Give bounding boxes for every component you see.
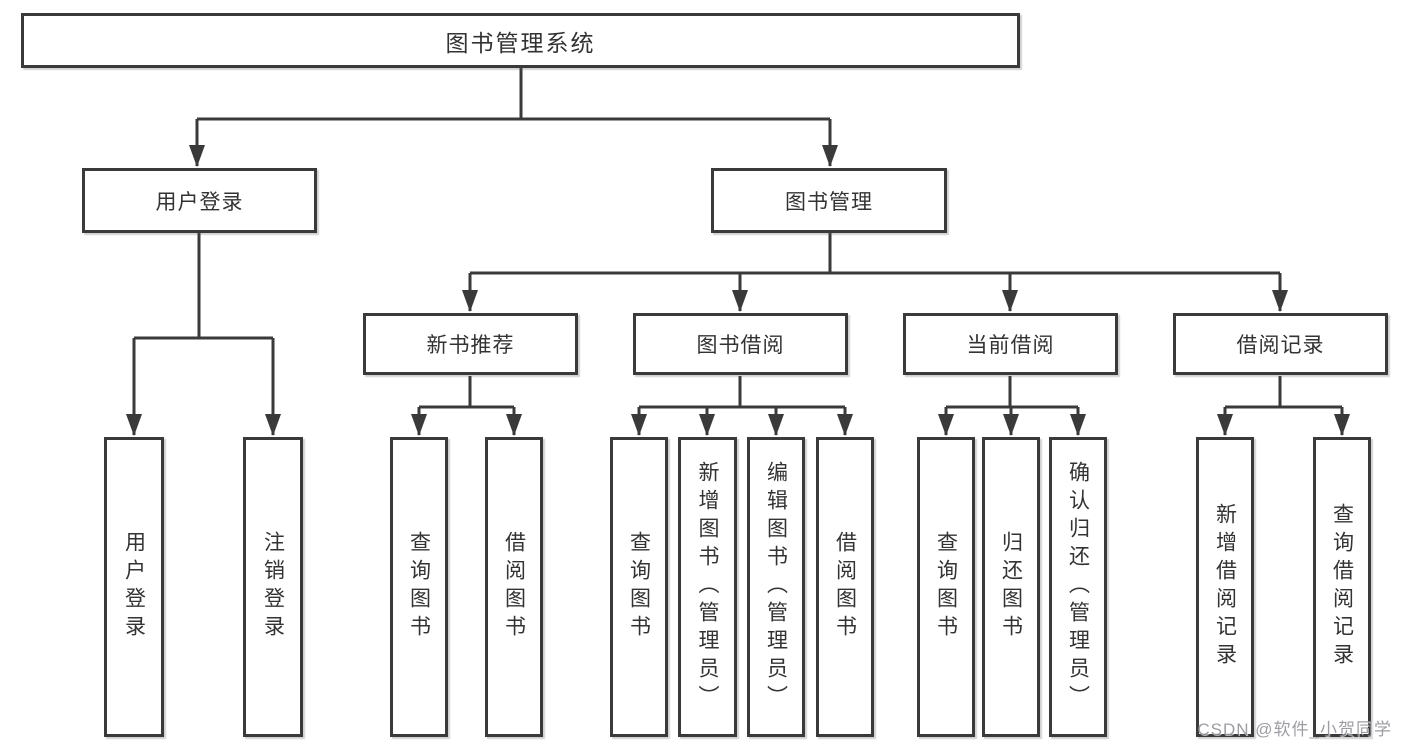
node-leaf-logout: 注销登录 xyxy=(243,437,303,737)
leaf-label: 查询图书 xyxy=(627,531,651,643)
node-book-borrowing: 图书借阅 xyxy=(633,313,848,375)
node-book-management: 图书管理 xyxy=(711,168,947,233)
csdn-watermark: CSDN @软件_小贺同学 xyxy=(1197,720,1392,739)
node-leaf-query-books-3: 查询图书 xyxy=(917,437,975,737)
leaf-label: 查询借阅记录 xyxy=(1330,503,1354,671)
node-leaf-borrow-books-2: 借阅图书 xyxy=(816,437,874,737)
node-leaf-confirm-return-admin: 确认归还（管理员） xyxy=(1049,437,1107,737)
leaf-label: 查询图书 xyxy=(934,531,958,643)
leaf-label: 查询图书 xyxy=(407,531,431,643)
node-user-login: 用户登录 xyxy=(82,168,317,233)
node-borrowing-records: 借阅记录 xyxy=(1173,313,1388,375)
leaf-label: 借阅图书 xyxy=(502,531,526,643)
leaf-label: 用户登录 xyxy=(122,531,146,643)
node-leaf-add-books-admin: 新增图书（管理员） xyxy=(678,437,737,737)
leaf-label: 确认归还（管理员） xyxy=(1066,461,1090,713)
leaf-label: 新增借阅记录 xyxy=(1213,503,1237,671)
node-leaf-return-books: 归还图书 xyxy=(982,437,1040,737)
leaf-label: 注销登录 xyxy=(261,531,285,643)
node-new-book-recommendation: 新书推荐 xyxy=(363,313,578,375)
node-leaf-query-borrow-record: 查询借阅记录 xyxy=(1313,437,1371,737)
node-leaf-add-borrow-record: 新增借阅记录 xyxy=(1196,437,1254,737)
node-leaf-edit-books-admin: 编辑图书（管理员） xyxy=(747,437,805,737)
node-library-management-system: 图书管理系统 xyxy=(21,13,1020,68)
leaf-label: 归还图书 xyxy=(999,531,1023,643)
node-leaf-query-books-2: 查询图书 xyxy=(610,437,668,737)
leaf-label: 借阅图书 xyxy=(833,531,857,643)
node-leaf-query-books-1: 查询图书 xyxy=(390,437,448,737)
node-leaf-user-login: 用户登录 xyxy=(104,437,164,737)
node-leaf-borrow-books-1: 借阅图书 xyxy=(485,437,543,737)
leaf-label: 新增图书（管理员） xyxy=(696,461,719,713)
node-current-borrowing: 当前借阅 xyxy=(903,313,1118,375)
leaf-label: 编辑图书（管理员） xyxy=(764,461,788,713)
